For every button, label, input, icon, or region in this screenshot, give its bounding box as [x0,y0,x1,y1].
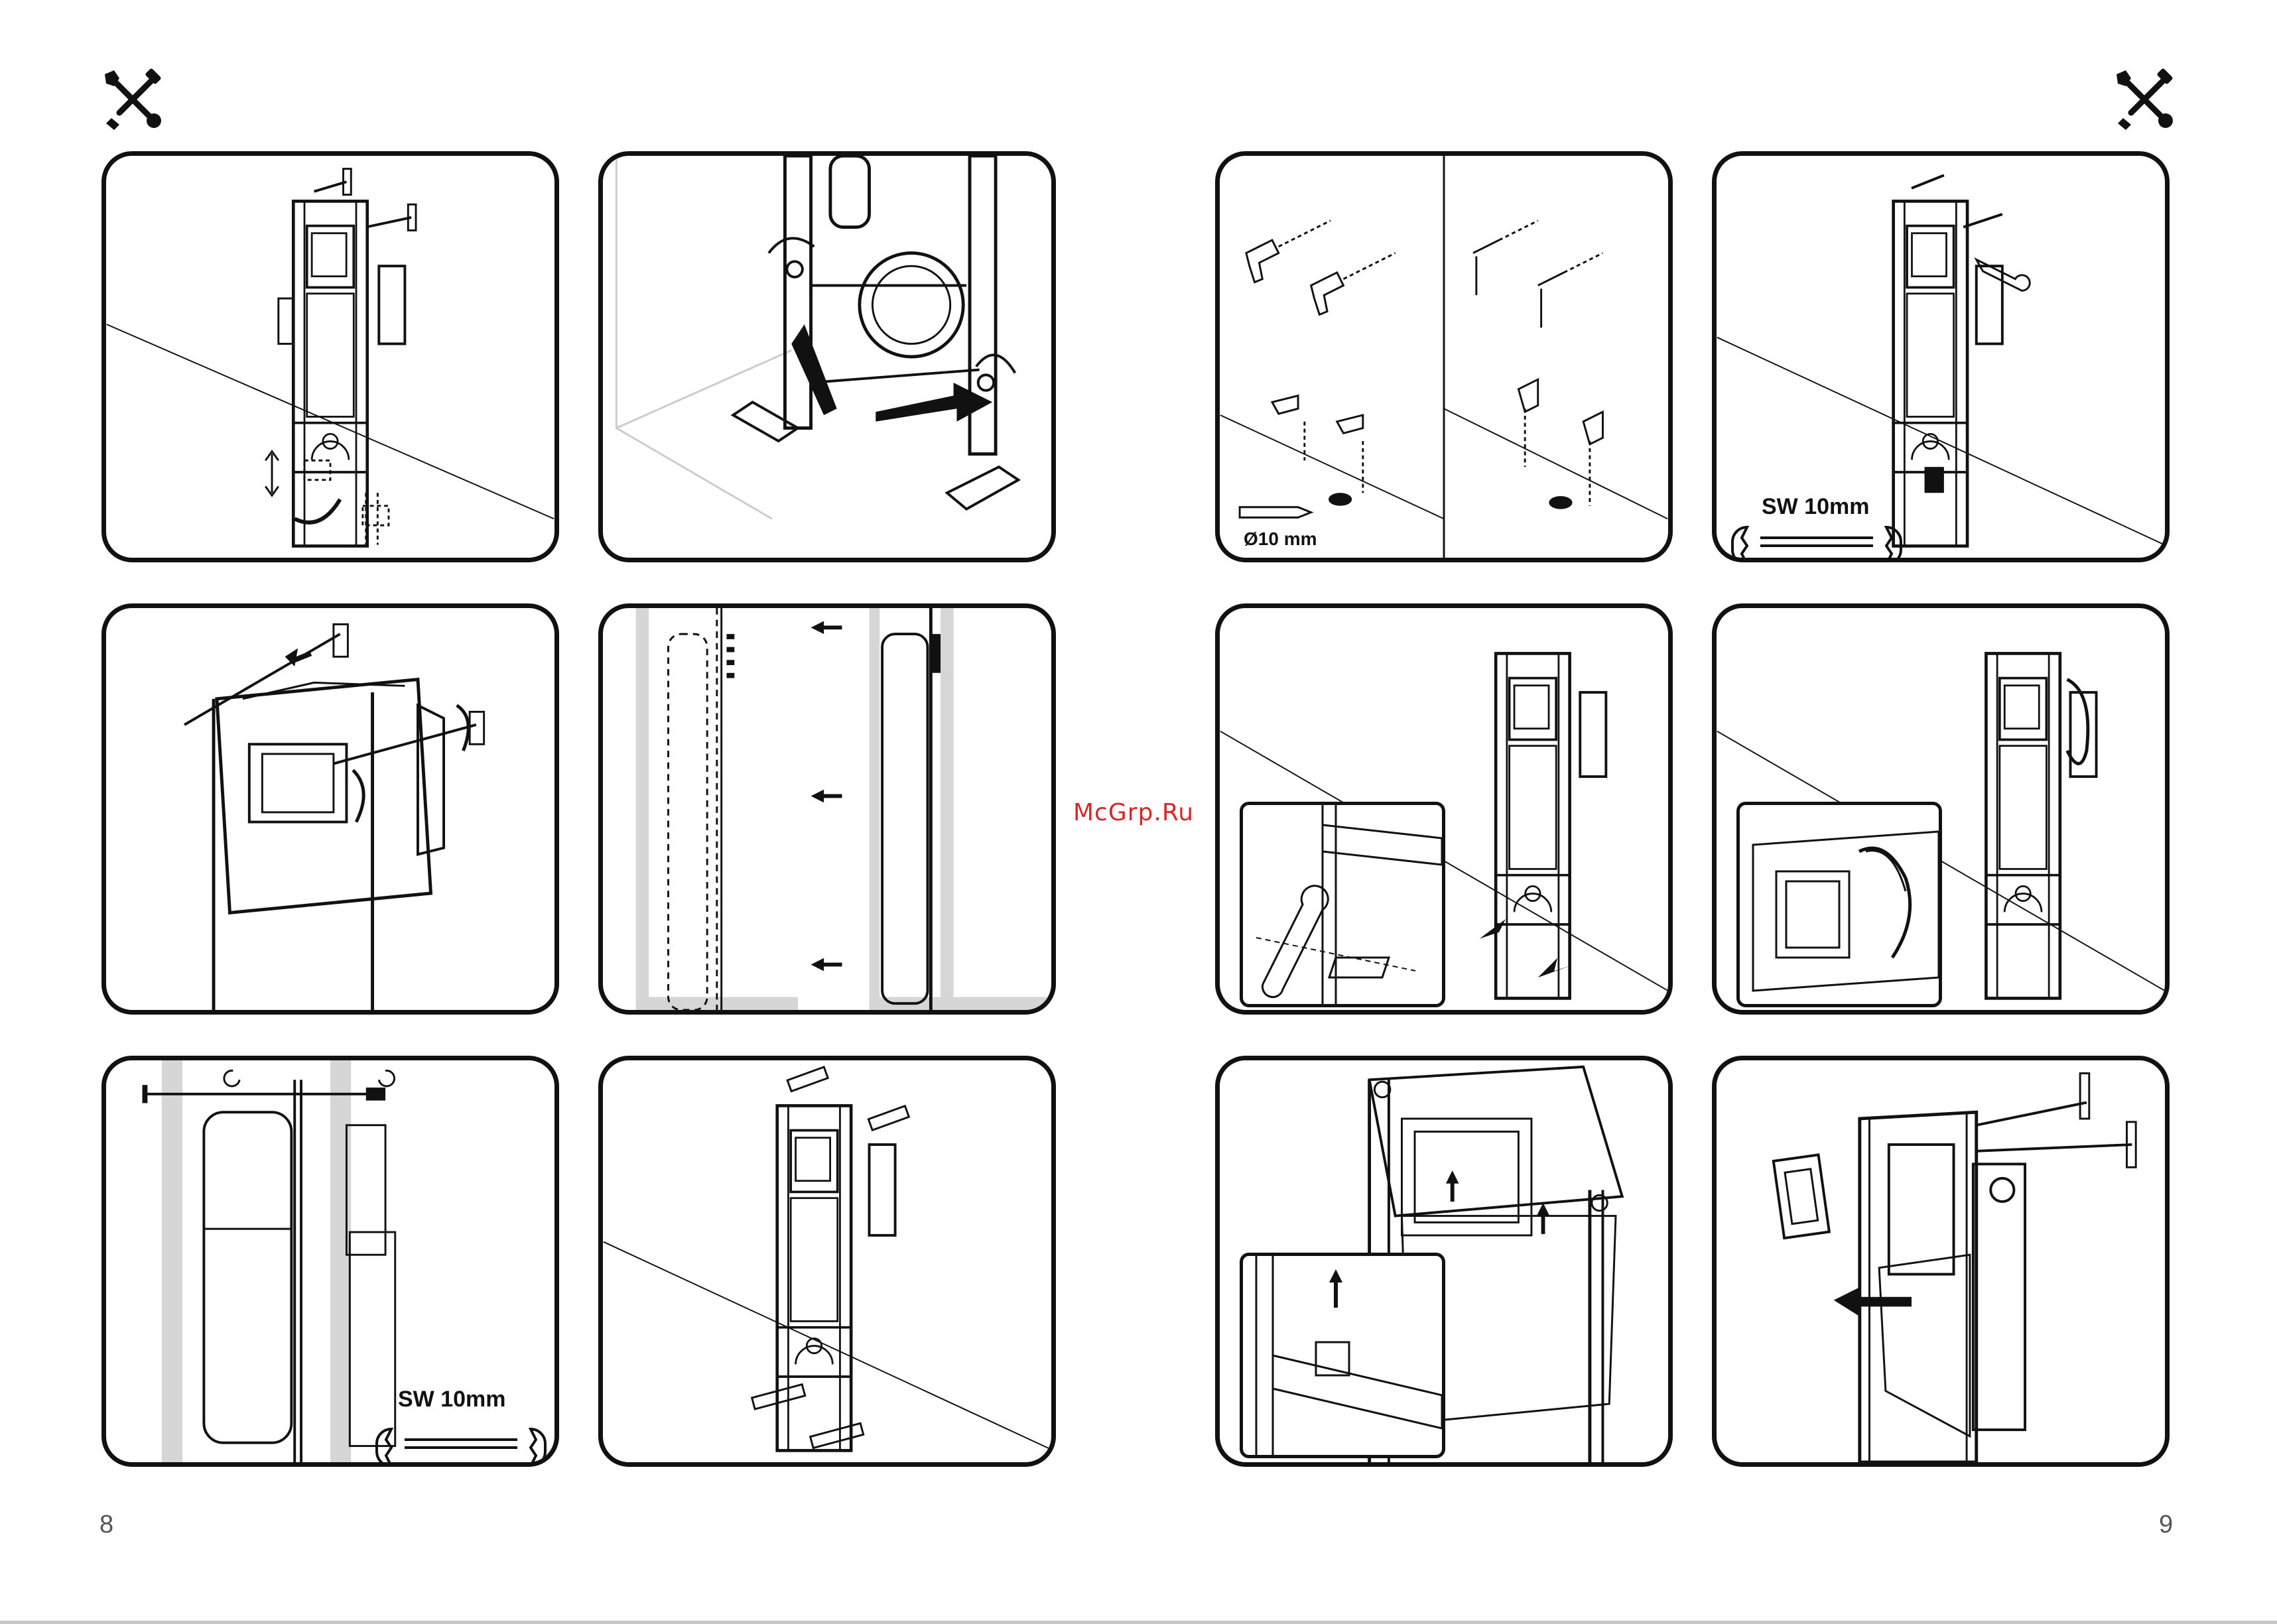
step-panel-lift-insert [1215,1056,1673,1467]
step-panel-wall-rods [101,603,559,1015]
step-panel-mount-frame: SW 10mm [1712,151,2170,562]
inset-insert-detail [1240,1253,1445,1458]
rotate-fittings-illustration [603,156,1051,558]
watermark-text: McGrp.Ru [1073,799,1194,826]
inset-feet-detail [1240,802,1445,1007]
wrench-icon [371,1424,551,1464]
wrench-screwdriver-icon [2111,66,2178,133]
step-panel-wall-distance [598,603,1056,1015]
step-panel-frame-height-adjust [101,151,559,562]
step-panel-tighten-side-view: SW 10mm [101,1056,559,1467]
right-page: Ø10 mm SW 10mm [1139,0,2277,1624]
step-panel-fix-feet [1215,603,1673,1015]
wrench-size-label: SW 10mm [398,1387,506,1412]
wall-rods-illustration [106,608,554,1010]
wall-distance-illustration [603,608,1051,1010]
bottom-divider [0,1621,2277,1624]
step-panel-route-cable [1712,603,2170,1015]
step-panel-rotate-fittings [598,151,1056,562]
drilling-illustration [1220,156,1668,558]
inset-cable-detail [1736,802,1942,1007]
step-panel-frame-installed [598,1056,1056,1467]
drill-size-label: Ø10 mm [1244,529,1317,550]
remove-panel-illustration [1717,1060,2165,1462]
wrench-screwdriver-icon [99,66,166,133]
page-number-left: 8 [99,1511,113,1539]
frame-height-illustration [106,156,554,558]
left-page: SW 10mm 8 [0,0,1138,1624]
step-panel-drilling: Ø10 mm [1215,151,1673,562]
wrench-icon [1727,522,1906,562]
wrench-size-label-top: SW 10mm [1762,494,1870,520]
step-panel-remove-panel [1712,1056,2170,1467]
page-number-right: 9 [2159,1511,2173,1539]
frame-installed-illustration [603,1060,1051,1462]
